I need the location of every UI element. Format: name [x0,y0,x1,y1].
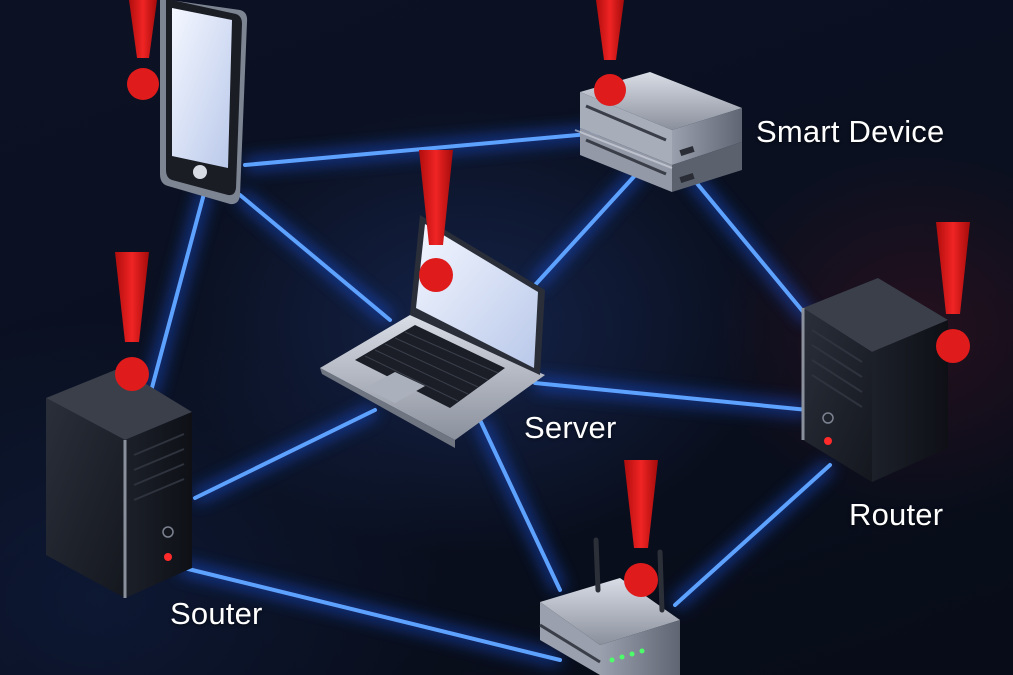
alert-exclamation-icon [594,0,626,106]
label-smart-device: Smart Device [756,114,945,149]
link-phone-laptop [238,193,392,322]
link-smart-device-laptop [533,168,642,287]
label-router: Router [849,497,944,532]
link-tower-left-wifi-router [178,565,562,662]
alert-exclamation-icon [419,150,453,292]
link-laptop-router-tower [533,381,810,412]
link-phone-smart-device [243,131,602,167]
link-phone-tower-left [148,188,207,397]
link-laptop-wifi-router [478,418,562,592]
label-souter: Souter [170,596,263,631]
alert-exclamation-icon [936,222,970,363]
link-tower-left-laptop [193,408,377,500]
alert-exclamation-icon [127,0,159,100]
smartphone-device [160,0,248,205]
wifi-router-device [539,537,680,675]
tower-right-device [801,278,948,482]
network-links [144,127,835,666]
alert-exclamation-icon [624,460,658,597]
alert-exclamation-icon [115,252,149,391]
link-wifi-router-router-tower [673,463,832,607]
tower-left-device [46,368,192,598]
link-smart-device-router-tower [688,173,812,322]
label-server: Server [524,410,617,445]
laptop-device [320,215,545,448]
